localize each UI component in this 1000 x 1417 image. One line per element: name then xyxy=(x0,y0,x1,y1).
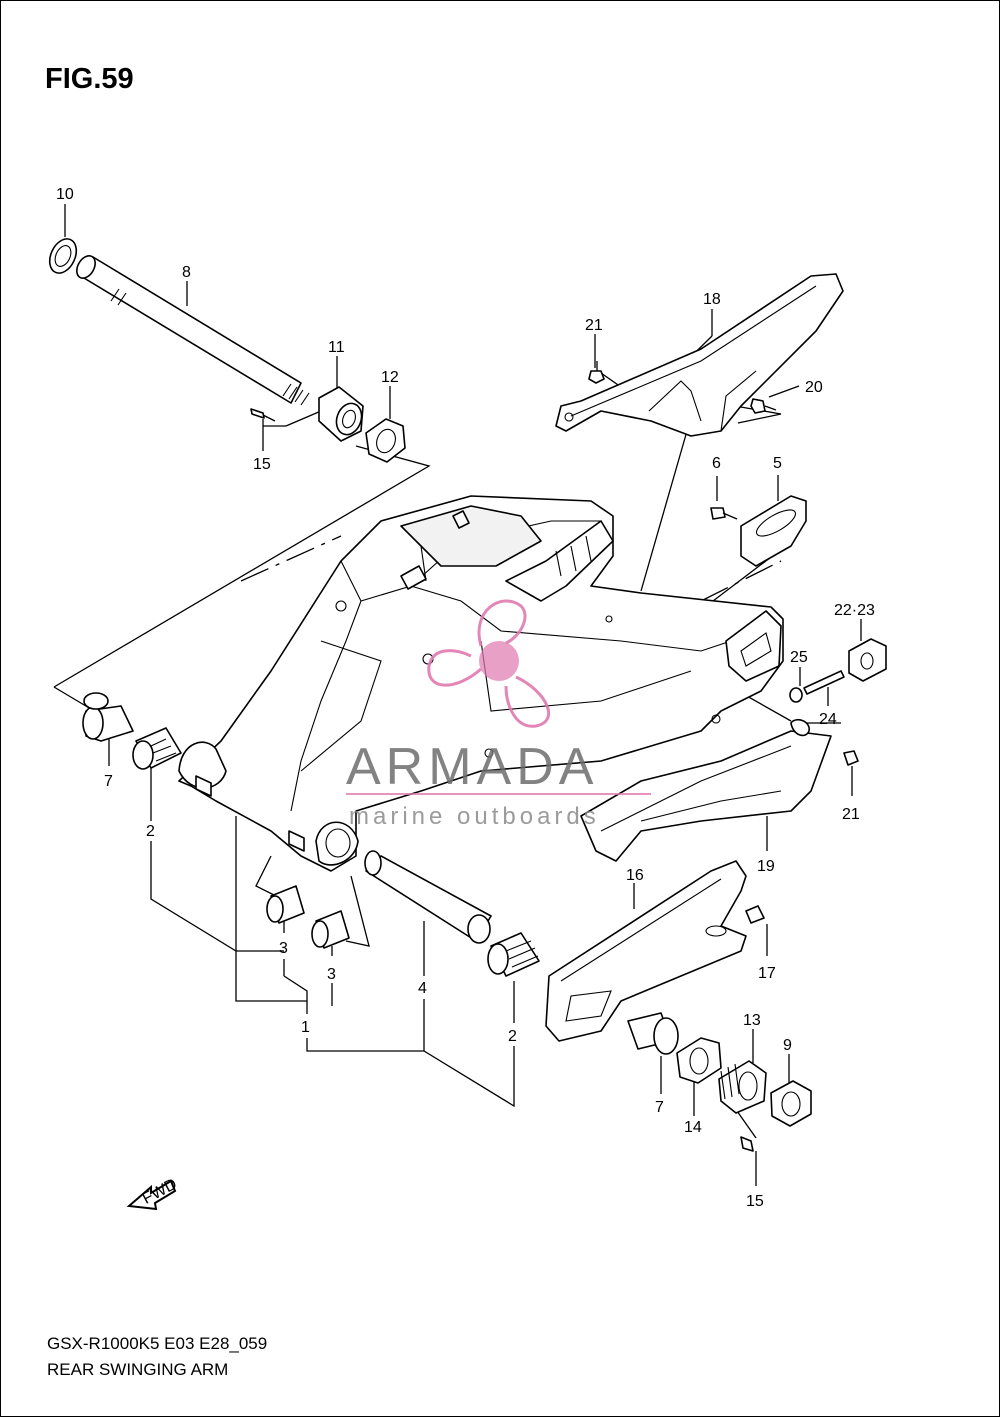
callout-20: 20 xyxy=(805,379,823,396)
chain-adjuster xyxy=(789,638,887,703)
callout-labels: 10 8 11 12 15 21 18 20 6 5 22·23 25 24 2… xyxy=(56,186,875,1210)
callout-7-left: 7 xyxy=(104,773,113,790)
callout-3-lower: 3 xyxy=(327,966,336,983)
callout-15-lower: 15 xyxy=(746,1193,764,1210)
callout-13: 13 xyxy=(743,1012,761,1029)
callout-22-23: 22·23 xyxy=(834,602,875,619)
callout-19: 19 xyxy=(757,858,775,875)
callout-18: 18 xyxy=(703,291,721,308)
callout-25: 25 xyxy=(790,649,808,666)
callout-6: 6 xyxy=(712,455,721,472)
callout-15-upper: 15 xyxy=(253,456,271,473)
lower-cover xyxy=(580,719,859,862)
callout-12: 12 xyxy=(381,369,399,386)
callout-16: 16 xyxy=(626,867,644,884)
chain-guide-plate xyxy=(710,495,807,567)
swing-arm-body xyxy=(178,495,784,872)
callout-9: 9 xyxy=(783,1037,792,1054)
callout-5: 5 xyxy=(773,455,782,472)
bearings xyxy=(82,692,679,1055)
right-side-hardware xyxy=(676,1037,812,1152)
propeller-logo-icon xyxy=(427,599,550,728)
watermark-tagline: marine outboards xyxy=(349,803,600,830)
callout-4: 4 xyxy=(418,980,427,997)
watermark-brand: ARMADA xyxy=(346,738,598,796)
callout-7-right: 7 xyxy=(655,1099,664,1116)
callout-2-right: 2 xyxy=(508,1028,517,1045)
chain-cover xyxy=(555,273,844,437)
callout-21-upper: 21 xyxy=(585,317,603,334)
footer-figure-name: REAR SWINGING ARM xyxy=(47,1360,229,1379)
fwd-label: FWD xyxy=(140,1176,180,1208)
footer-model-code: GSX-R1000K5 E03 E28_059 xyxy=(47,1334,268,1353)
chain-case xyxy=(545,860,765,1042)
callout-21-lower: 21 xyxy=(842,806,860,823)
callout-10: 10 xyxy=(56,186,74,203)
callout-11: 11 xyxy=(328,339,345,356)
callout-2-left: 2 xyxy=(146,823,155,840)
fwd-arrow-icon: FWD xyxy=(126,1176,180,1211)
callout-8: 8 xyxy=(182,264,191,281)
callout-3-upper: 3 xyxy=(279,940,288,957)
pivot-shaft-assembly xyxy=(48,238,406,463)
callout-14: 14 xyxy=(684,1119,702,1136)
armada-watermark: ARMADA marine outboards xyxy=(346,599,651,830)
callout-17: 17 xyxy=(758,965,776,982)
callout-1: 1 xyxy=(301,1019,310,1036)
callout-24: 24 xyxy=(819,711,837,728)
figure-title: FIG.59 xyxy=(45,63,134,95)
